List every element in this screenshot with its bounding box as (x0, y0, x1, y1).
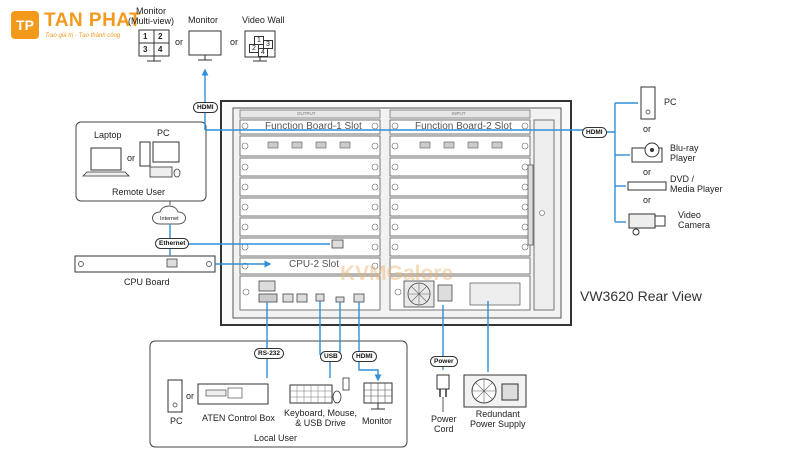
remote-user-caption: Remote User (112, 187, 166, 197)
cpu-board-screw (206, 261, 212, 267)
power-drawings (436, 374, 527, 408)
laptop-label: Laptop (94, 130, 122, 140)
bluray-label: Blu-ray Player (670, 143, 699, 163)
remote-user-drawings (75, 121, 207, 225)
chassis-rear-panel (220, 100, 572, 326)
or-label: or (175, 37, 184, 47)
source-device-drawings (627, 86, 667, 236)
model-label: VW3620 Rear View (580, 288, 702, 304)
local-user-caption: Local User (254, 433, 298, 443)
monitor-label: Monitor (188, 15, 219, 25)
cpu-board-screw (78, 261, 84, 267)
redundant-psu-label: Redundant Power Supply (470, 409, 526, 429)
local-pc-label: PC (170, 416, 183, 426)
source-pc-label: PC (664, 97, 677, 107)
function-board-1-slot: Function Board-1 Slot (265, 121, 362, 132)
control-box-label: ATEN Control Box (202, 413, 275, 423)
local-monitor-label: Monitor (362, 416, 393, 426)
dvd-label: DVD / Media Player (670, 174, 723, 194)
or-label: or (186, 391, 195, 401)
usb-tag: USB (320, 351, 342, 362)
internet-label: Internet (160, 216, 179, 222)
hdmi-tag: HDMI (582, 127, 607, 138)
grid-cell: 1 (143, 32, 148, 41)
video-wall-label: Video Wall (242, 15, 285, 25)
wall-cell: 3 (263, 40, 273, 49)
brand-name: TAN PHAT (44, 10, 142, 31)
top-strip-label: INPUT (452, 111, 466, 116)
grid-cell: 2 (158, 32, 163, 41)
power-tag: Power (430, 356, 458, 367)
camera-label: Video Camera (678, 210, 711, 230)
local-user-drawings (149, 340, 408, 448)
or-label: or (643, 124, 652, 134)
grid-cell: 4 (158, 45, 163, 54)
peripherals-label: Keyboard, Mouse, & USB Drive (284, 408, 358, 428)
brand-logo: TP (11, 11, 39, 39)
rs232-tag: RS-232 (254, 348, 285, 359)
cpu-board-port (166, 258, 178, 268)
hdmi-tag: HDMI (193, 102, 218, 113)
top-strip-label: OUTPUT (297, 111, 316, 116)
cpu-2-slot: CPU-2 Slot (289, 259, 340, 270)
cpu-board-caption: CPU Board (124, 277, 170, 287)
or-label: or (643, 195, 652, 205)
wall-cell: 4 (258, 48, 268, 57)
grid-cell: 3 (143, 45, 148, 54)
hdmi-tag: HDMI (352, 351, 377, 362)
cpu-board-drawing (74, 255, 216, 273)
function-board-2-slot: Function Board-2 Slot (415, 121, 512, 132)
brand-logo-icon: TP (16, 17, 34, 33)
monitor-multiview-label: Monitor (Multi-view) (128, 6, 174, 26)
ethernet-tag: Ethernet (155, 238, 190, 249)
pc-label: PC (157, 128, 170, 138)
or-label: or (643, 167, 652, 177)
brand-tagline: Trao giá trị - Tạo thành công (45, 33, 121, 39)
power-cord-label: Power Cord (431, 414, 457, 434)
watermark: KVMGalore (340, 262, 454, 285)
or-label: or (230, 37, 239, 47)
or-label: or (127, 153, 136, 163)
